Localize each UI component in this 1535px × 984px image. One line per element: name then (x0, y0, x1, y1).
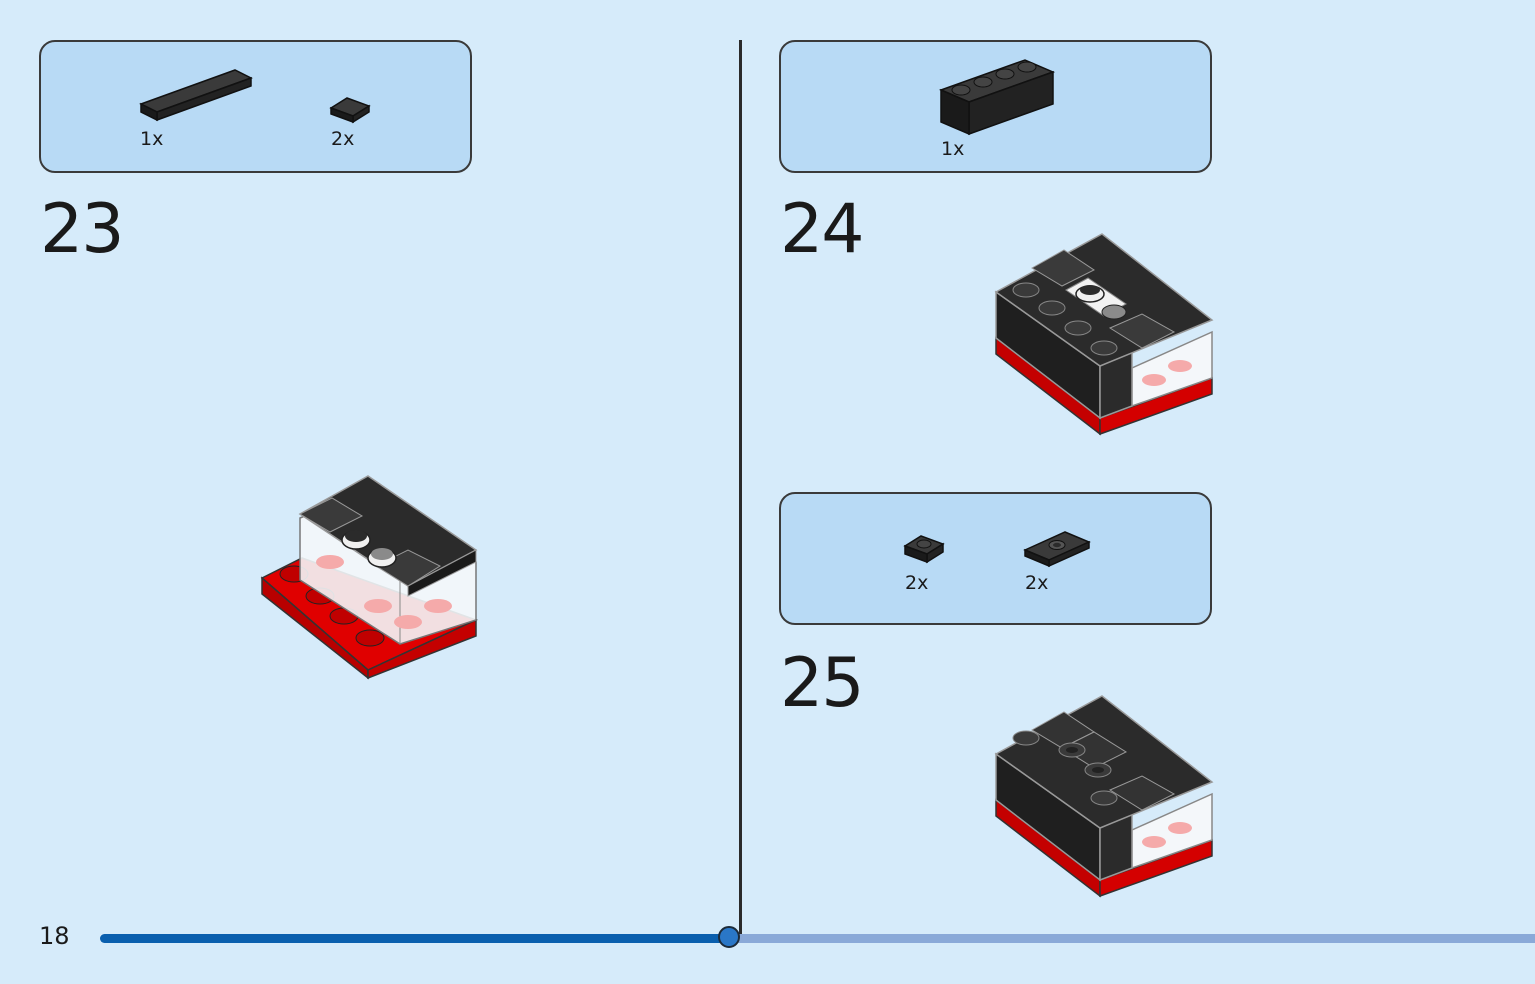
step-number: 24 (780, 190, 865, 269)
step-25-assembly-illustration (994, 695, 1214, 898)
progress-bar-completed (100, 934, 730, 943)
black-brick-1x4-icon (938, 59, 1056, 136)
step-number: 23 (40, 190, 125, 269)
page-divider (739, 40, 742, 937)
progress-indicator-knob (718, 926, 740, 948)
part-qty: 2x (331, 128, 355, 150)
part-qty: 2x (1025, 572, 1049, 594)
black-tile-1x6-icon (139, 69, 253, 122)
parts-callout-step-24: 1x (779, 40, 1212, 173)
step-23-assembly-illustration (260, 475, 478, 680)
progress-bar-remaining (730, 934, 1535, 943)
black-plate-1x1-icon (903, 535, 945, 564)
step-24-assembly-illustration (994, 233, 1214, 436)
part-qty: 1x (941, 138, 965, 160)
part-qty: 2x (905, 572, 929, 594)
parts-callout-step-23: 1x 2x (39, 40, 472, 173)
black-tile-1x1-icon (329, 97, 371, 124)
black-jumper-plate-1x2-icon (1023, 531, 1091, 568)
parts-callout-step-25: 2x 2x (779, 492, 1212, 625)
step-number: 25 (780, 644, 865, 723)
page-number: 18 (39, 922, 70, 950)
part-qty: 1x (140, 128, 164, 150)
